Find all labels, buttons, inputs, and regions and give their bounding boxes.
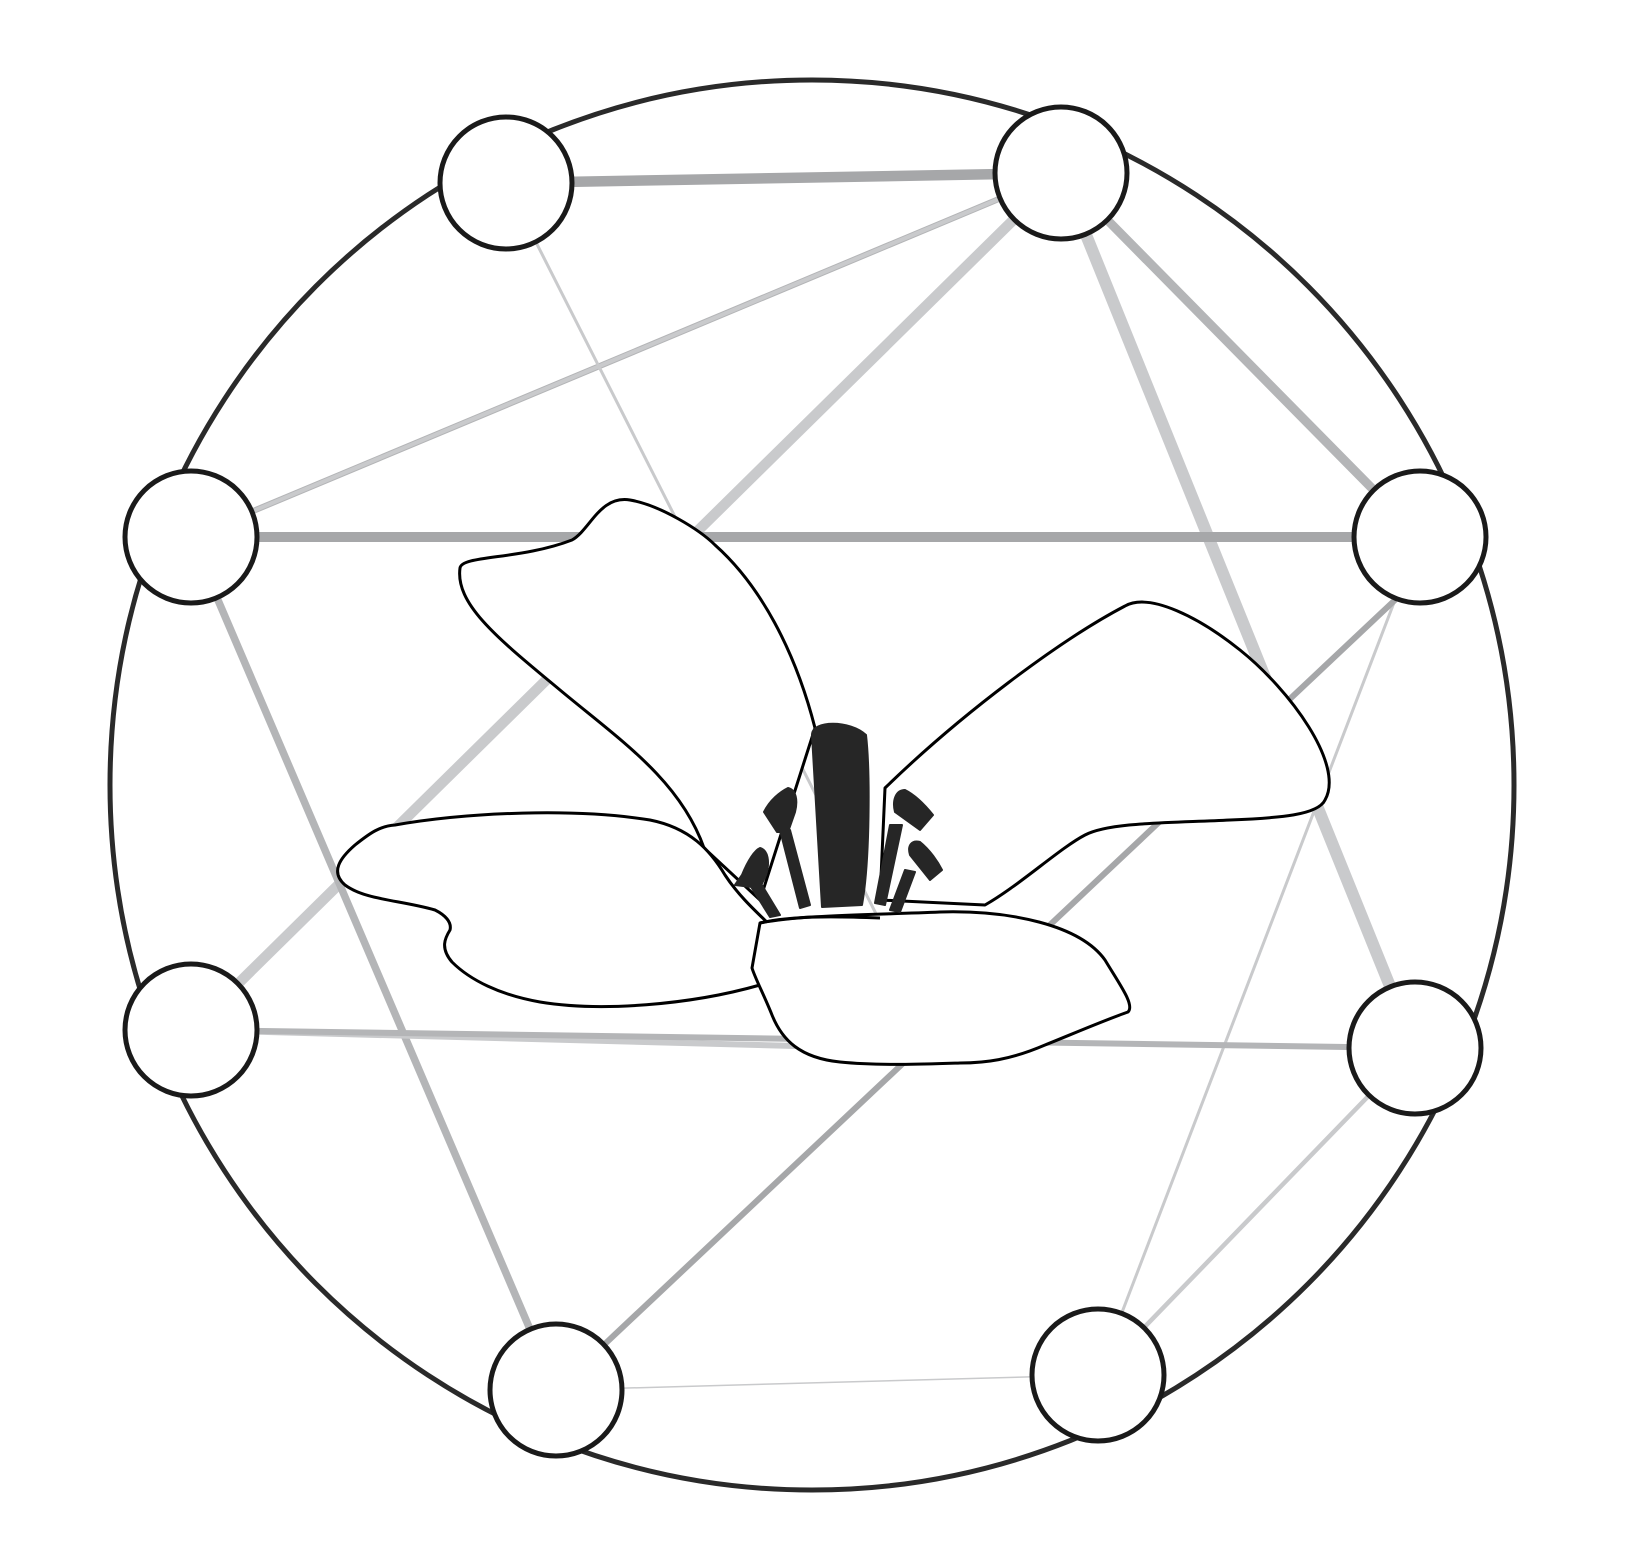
nodes-layer [122,104,1489,1459]
edge-n8-n7 [555,1374,1099,1391]
edges-layer [187,167,1427,1393]
edge-n8-n9 [1096,599,1397,1376]
network-node-n2 [992,104,1130,242]
network-node-n8 [1029,1306,1167,1444]
edge-n6-n8 [1096,1046,1417,1377]
flower-petal-upper-right [878,600,1331,907]
stamen-left-lower [734,847,781,918]
edge-n1-n2 [505,167,1062,189]
stamen-right-lower [889,840,943,913]
stamen-left-upper [763,787,811,909]
network-node-n4 [1351,468,1489,606]
network-node-n3 [122,468,260,606]
network-node-n1 [437,114,575,252]
stamen-right-upper [874,789,934,906]
outer-ring [107,77,1517,1493]
stamen-center [811,722,870,908]
flower-petal-left [336,811,790,1008]
network-node-n5 [122,961,260,1099]
flower-petal-front [750,910,1132,1066]
flower-petal-fold [759,915,881,925]
network-node-n6 [1346,979,1484,1117]
edge-n2-n6 [1055,170,1421,1051]
network-node-n7 [487,1321,625,1459]
edge-extra-n3-n2 [190,171,1062,539]
edge-n3-n7 [187,535,560,1392]
flower-petal-upper-left [458,498,817,902]
flower-illustration [336,498,1331,1066]
edge-n2-n4 [1057,169,1424,541]
flower-stamens [734,722,943,918]
